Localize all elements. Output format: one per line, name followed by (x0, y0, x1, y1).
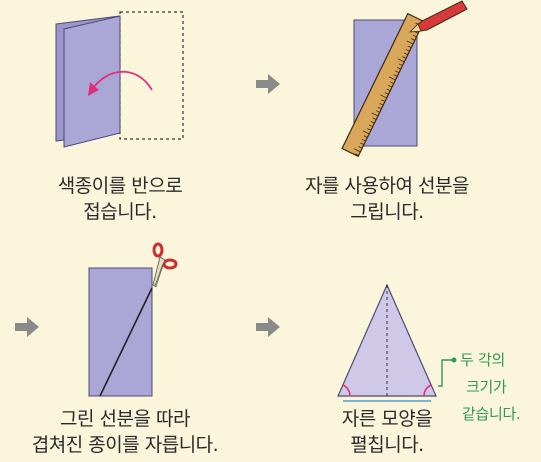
ruler-tick (363, 135, 368, 138)
ruler-tick (372, 117, 377, 120)
paper-rect (88, 267, 153, 397)
step4-caption: 자른 모양을 펼칩니다. (312, 406, 462, 458)
pencil-icon (408, 0, 468, 33)
ruler-tick (405, 49, 410, 52)
fold-arrow-head (88, 82, 99, 96)
step3-cutting (88, 242, 178, 397)
ruler-tick (407, 45, 412, 48)
scissors-icon (152, 242, 178, 288)
caption-line: 펼칩니다. (350, 434, 424, 456)
caption-line: 자를 사용하여 선분을 (305, 175, 469, 197)
ruler-tick (396, 67, 401, 70)
ruler-tick (368, 124, 373, 128)
ruler-tick (367, 128, 372, 131)
ruler-tick (354, 153, 359, 156)
step4-unfolded-triangle (337, 283, 457, 402)
note-line: 크기가 (466, 378, 507, 396)
ruler-tick (388, 85, 393, 88)
caption-line: 겹쳐진 종이를 자릅니다. (31, 434, 219, 456)
note-dot (451, 357, 457, 363)
ruler-tick (362, 130, 370, 135)
next-arrow-icon (256, 74, 280, 94)
angle-mark-icon (342, 384, 351, 397)
curved-fold-arrow-icon (92, 70, 153, 91)
ruler-tick (389, 81, 394, 84)
note-line: 두 각의 (460, 351, 505, 369)
ruler-tick (360, 142, 365, 146)
ruler-tick (386, 88, 391, 92)
ruler-tick (412, 34, 417, 38)
step2-caption: 자를 사용하여 선분을 그립니다. (262, 173, 512, 225)
note-line: 같습니다. (462, 405, 521, 423)
front-sheet (63, 15, 121, 148)
ruler-tick (406, 40, 414, 45)
cut-line (99, 287, 153, 397)
ruler-tick (389, 76, 396, 81)
ruler-tick (398, 63, 403, 66)
ruler-tick (353, 148, 361, 153)
step2-ruler-drawing (341, 0, 468, 158)
ruler-tick (377, 106, 382, 110)
ruler-tick (402, 56, 407, 59)
equal-angles-note: 두 각의 (460, 347, 505, 373)
ruler-tick (384, 92, 389, 95)
ruler-tick (393, 74, 398, 77)
ruler-tick (370, 120, 375, 124)
ruler-tick (380, 94, 387, 99)
next-arrow-icon (256, 317, 280, 337)
caption-line: 접습니다. (83, 201, 157, 223)
step1-folded-paper (55, 11, 184, 148)
angle-mark-icon (423, 384, 432, 397)
ruler-tick (375, 110, 380, 113)
note-leader-line (438, 359, 452, 387)
ruler-tick (371, 112, 379, 117)
ruler-tick (395, 70, 400, 74)
ruler-tick (361, 138, 366, 142)
caption-line: 그립니다. (350, 201, 424, 223)
ruler-tick (381, 99, 386, 102)
ruler-tick (358, 146, 363, 149)
next-arrow-icon (15, 317, 39, 337)
unfolded-half-outline (119, 11, 184, 140)
step3-caption: 그린 선분을 따라 겹쳐진 종이를 자릅니다. (0, 406, 250, 458)
ruler-tick (397, 58, 405, 63)
caption-line: 자른 모양을 (341, 408, 433, 430)
ruler-tick (379, 103, 384, 106)
caption-line: 그린 선분을 따라 (60, 408, 190, 430)
ruler-tick (410, 38, 415, 41)
ruler-tick (403, 52, 408, 56)
equal-angles-note: 같습니다. (462, 401, 521, 427)
caption-line: 색종이를 반으로 (57, 175, 183, 197)
step1-caption: 색종이를 반으로 접습니다. (20, 173, 220, 225)
equal-angles-note: 크기가 (466, 374, 507, 400)
